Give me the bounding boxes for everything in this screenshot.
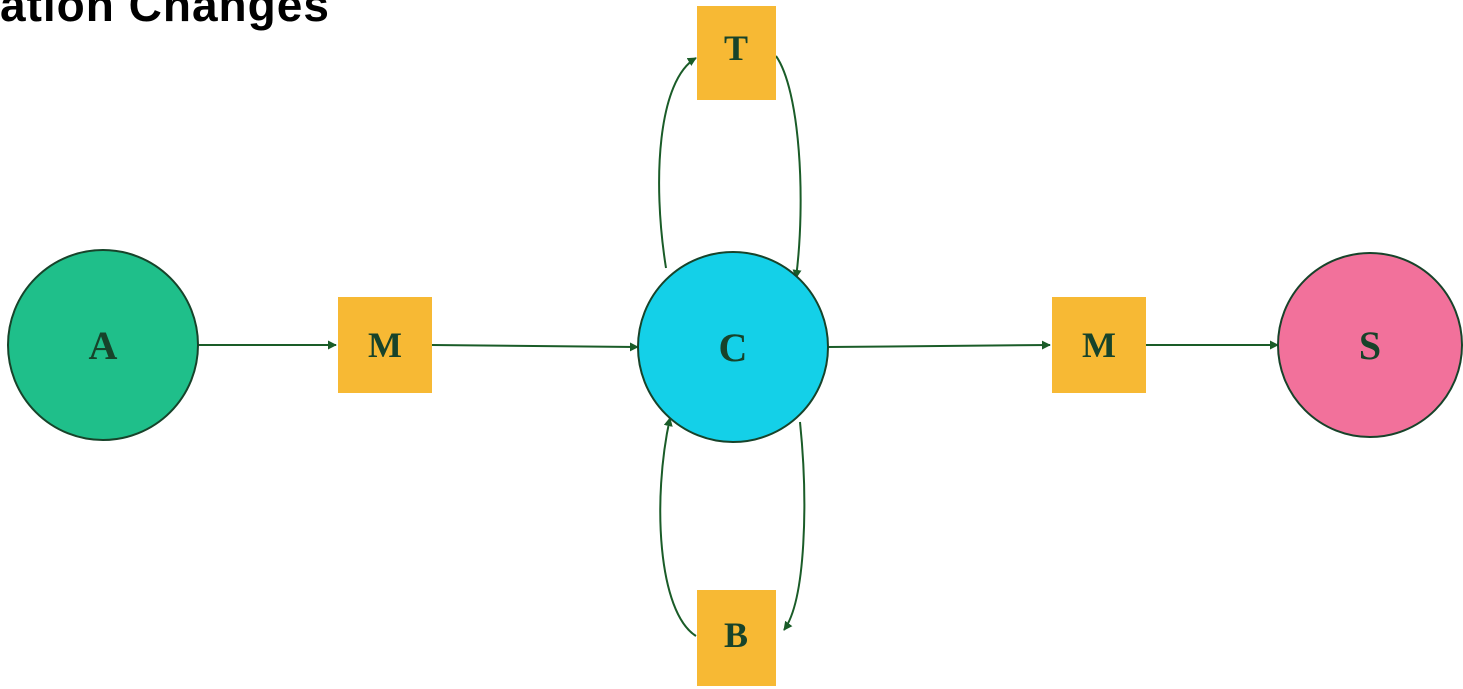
edge-b-to-c: [659, 417, 697, 637]
node-c-label: C: [719, 325, 748, 370]
box-m2: M: [1052, 297, 1146, 393]
node-s: S: [1277, 252, 1463, 438]
box-m1-label: M: [368, 325, 402, 365]
box-m2-label: M: [1082, 325, 1116, 365]
box-b: B: [697, 590, 776, 686]
edge-m1-to-c: [431, 342, 639, 352]
edge-c-to-b: [783, 421, 806, 631]
box-m1: M: [338, 297, 432, 393]
box-t-rect: [697, 6, 776, 100]
edges: [198, 55, 1279, 637]
cropped-heading: ation Changes: [0, 0, 330, 31]
node-c-circle: [637, 251, 829, 443]
node-s-label: S: [1359, 323, 1381, 368]
edge-t-to-c: [775, 55, 802, 279]
box-b-rect: [697, 590, 776, 686]
node-a: A: [7, 249, 199, 441]
box-m2-rect: [1052, 297, 1146, 393]
box-b-label: B: [724, 615, 748, 655]
box-m1-rect: [338, 297, 432, 393]
edge-c-to-t: [658, 57, 697, 269]
edge-c-to-m2: [827, 340, 1051, 350]
node-a-circle: [7, 249, 199, 441]
box-t: T: [697, 6, 776, 100]
box-t-label: T: [724, 28, 748, 68]
node-a-label: A: [89, 323, 118, 368]
node-c: C: [637, 251, 829, 443]
node-s-circle: [1277, 252, 1463, 438]
